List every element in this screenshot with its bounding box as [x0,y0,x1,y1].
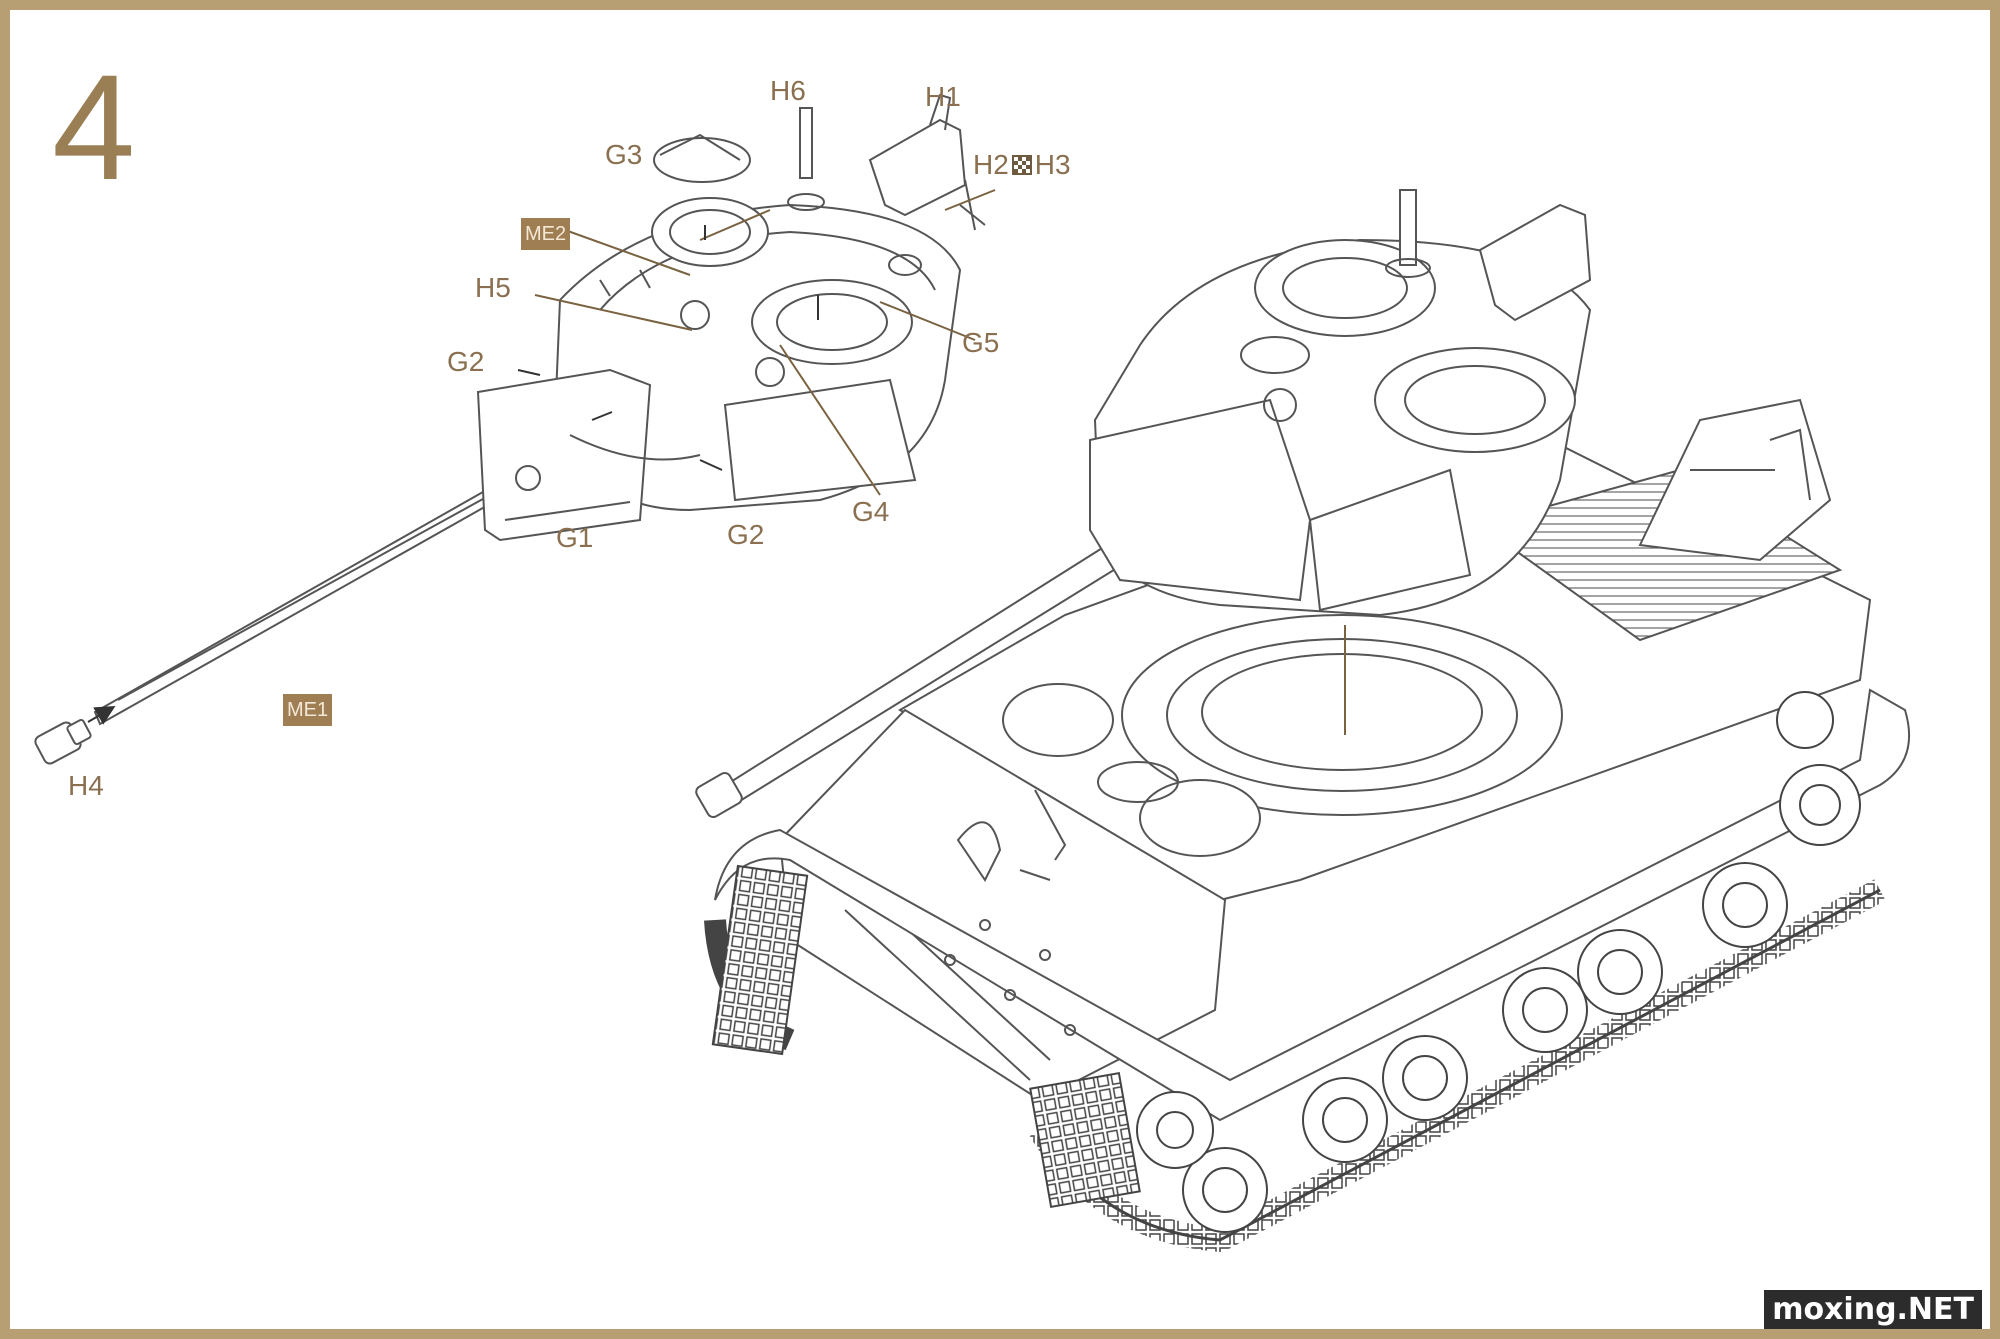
part-label-g1: G1 [556,522,594,553]
step-number: 4 [52,43,136,211]
part-label-g5: G5 [962,327,1000,358]
part-label-g2-top: G2 [447,346,485,377]
part-label-h1: H1 [925,81,961,112]
part-label-g2-bottom: G2 [727,519,765,550]
badge-me1: ME1 [283,694,333,726]
checker-square-icon [1011,155,1032,175]
part-label-h2-h3: H2 H3 [973,150,1071,180]
part-label-h6: H6 [770,75,806,106]
part-label-g3: G3 [605,139,643,170]
badge-me2: ME2 [521,218,571,250]
part-label-h4: H4 [68,770,104,801]
watermark: moxing.NET [1764,1290,1982,1329]
part-label-h3: H3 [1034,149,1071,180]
part-label-h2: H2 [973,149,1009,180]
tank-hull [695,189,1911,1253]
part-label-h5: H5 [475,272,511,303]
exploded-turret [34,93,996,765]
part-label-g4: G4 [852,496,890,527]
